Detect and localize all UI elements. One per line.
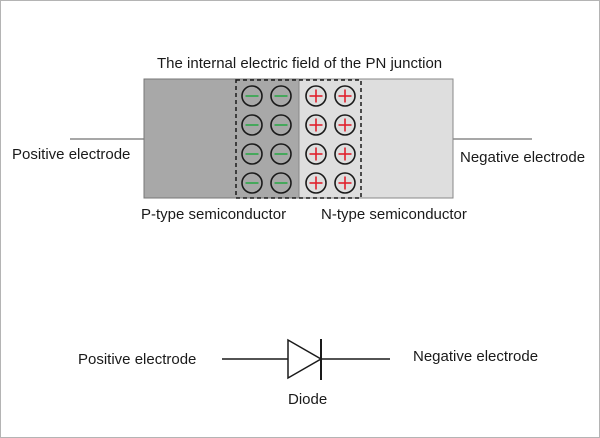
negative-ion-ring <box>270 85 292 107</box>
negative-ion-ring <box>270 172 292 194</box>
positive-ion-ring <box>334 85 356 107</box>
negative-ion-ring <box>241 85 263 107</box>
negative-ion-ring <box>241 114 263 136</box>
negative-ion-icon <box>241 85 263 107</box>
positive-ion-icon <box>334 172 356 194</box>
n-type-semiconductor-label: N-type semiconductor <box>321 206 467 223</box>
diode-negative-electrode-label: Negative electrode <box>413 348 539 365</box>
positive-ion-icon <box>305 172 327 194</box>
negative-ion-icon <box>270 114 292 136</box>
negative-electrode-label: Negative electrode <box>460 149 586 166</box>
positive-ion-icon <box>305 85 327 107</box>
positive-ion-ring <box>305 172 327 194</box>
positive-electrode-label: Positive electrode <box>12 146 131 163</box>
negative-ion-ring <box>241 143 263 165</box>
negative-ion-icon <box>270 143 292 165</box>
negative-ion-ring <box>270 114 292 136</box>
positive-ion-ring <box>334 143 356 165</box>
negative-ion-icon <box>241 114 263 136</box>
negative-ion-icon <box>241 172 263 194</box>
positive-ion-ring <box>334 172 356 194</box>
positive-ion-ring <box>334 114 356 136</box>
negative-ion-ring <box>270 143 292 165</box>
diode-positive-electrode-label: Positive electrode <box>78 351 197 368</box>
negative-ion-icon <box>241 143 263 165</box>
negative-ion-ring <box>241 172 263 194</box>
ion-grid <box>241 85 356 194</box>
positive-ion-icon <box>334 114 356 136</box>
positive-ion-ring <box>305 114 327 136</box>
negative-ion-icon <box>270 172 292 194</box>
positive-ion-icon <box>334 85 356 107</box>
depletion-region <box>235 79 362 199</box>
positive-ion-icon <box>305 114 327 136</box>
positive-ion-ring <box>305 143 327 165</box>
diode-triangle-icon <box>287 338 323 380</box>
positive-ion-icon <box>334 143 356 165</box>
positive-ion-icon <box>305 143 327 165</box>
n-type-region <box>298 78 454 199</box>
diode-caption: Diode <box>288 391 328 408</box>
p-type-semiconductor-label: P-type semiconductor <box>141 206 287 223</box>
positive-ion-ring <box>305 85 327 107</box>
junction-field-title: The internal electric field of the PN ju… <box>157 55 443 72</box>
negative-ion-icon <box>270 85 292 107</box>
p-type-region <box>143 78 300 199</box>
